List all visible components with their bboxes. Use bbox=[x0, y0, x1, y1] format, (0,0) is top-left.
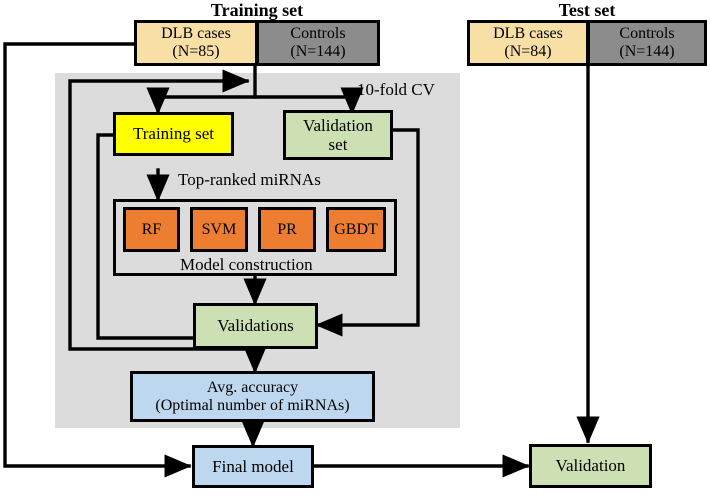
final-model-box: Final model bbox=[192, 445, 314, 488]
validation-label: Validation bbox=[555, 456, 626, 476]
model-box-pr: PR bbox=[258, 207, 316, 252]
test-dlb-cases-box: DLB cases (N=84) bbox=[467, 20, 589, 66]
edge-cohort-to-final-model bbox=[3, 42, 192, 478]
validation-box: Validation bbox=[529, 444, 652, 488]
training-set-title: Training set bbox=[210, 0, 304, 20]
validations-box: Validations bbox=[193, 303, 318, 349]
model-label-rf: RF bbox=[141, 220, 162, 238]
ten-fold-cv-label: 10-fold CV bbox=[357, 80, 435, 99]
training-controls-count: (N=144) bbox=[290, 43, 346, 60]
avg-accuracy-label-line2: (Optimal number of miRNAs) bbox=[155, 396, 350, 414]
training-dlb-cases-label: DLB cases bbox=[161, 25, 231, 43]
training-controls-label: Controls bbox=[290, 25, 346, 43]
model-label-svm: SVM bbox=[201, 220, 237, 238]
cv-validation-set-label-line2: set bbox=[328, 135, 348, 154]
edge-validations-outer-loop bbox=[68, 69, 257, 351]
edge-validationset-to-validations bbox=[315, 128, 420, 337]
test-controls-label: Controls bbox=[619, 25, 675, 43]
model-box-rf: RF bbox=[123, 207, 180, 252]
cv-training-set-box: Training set bbox=[113, 112, 234, 156]
top-ranked-mirnas-label: Top-ranked miRNAs bbox=[178, 170, 321, 189]
avg-accuracy-label-line1: Avg. accuracy bbox=[206, 378, 299, 396]
cv-validation-set-label-line1: Validation bbox=[303, 115, 373, 135]
training-controls-box: Controls (N=144) bbox=[256, 20, 380, 66]
test-controls-count: (N=144) bbox=[619, 43, 675, 60]
model-box-gbdt: GBDT bbox=[326, 207, 386, 252]
cv-validation-set-box: Validation set bbox=[283, 110, 393, 160]
test-set-title: Test set bbox=[558, 0, 616, 20]
test-controls-box: Controls (N=144) bbox=[587, 20, 707, 66]
model-label-pr: PR bbox=[277, 220, 297, 238]
test-dlb-cases-count: (N=84) bbox=[504, 43, 552, 60]
training-dlb-cases-count: (N=85) bbox=[172, 43, 220, 60]
test-dlb-cases-label: DLB cases bbox=[493, 25, 563, 43]
model-construction-label: Model construction bbox=[180, 255, 313, 274]
avg-accuracy-box: Avg. accuracy (Optimal number of miRNAs) bbox=[130, 371, 375, 422]
model-label-gbdt: GBDT bbox=[334, 220, 378, 238]
validations-label: Validations bbox=[217, 316, 294, 336]
final-model-label: Final model bbox=[212, 456, 294, 476]
cv-training-set-label: Training set bbox=[132, 124, 215, 144]
model-box-svm: SVM bbox=[190, 207, 248, 252]
training-dlb-cases-box: DLB cases (N=85) bbox=[134, 20, 258, 66]
